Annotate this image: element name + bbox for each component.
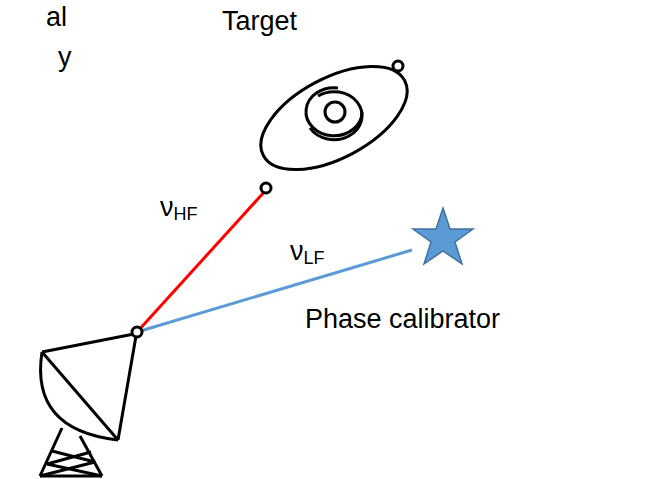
- star-symbol: [413, 208, 473, 264]
- calibrator-label: Phase calibrator: [305, 304, 500, 335]
- fragment-text: y: [58, 42, 72, 73]
- galaxy-icon: [245, 45, 424, 193]
- frequency-label: νLF: [290, 236, 325, 269]
- target-label: Target: [222, 6, 297, 37]
- fragment-text: al: [46, 2, 67, 33]
- frequency-label: νHF: [160, 192, 198, 225]
- dish-antenna: [40, 327, 142, 476]
- high-frequency-beam: [137, 190, 266, 332]
